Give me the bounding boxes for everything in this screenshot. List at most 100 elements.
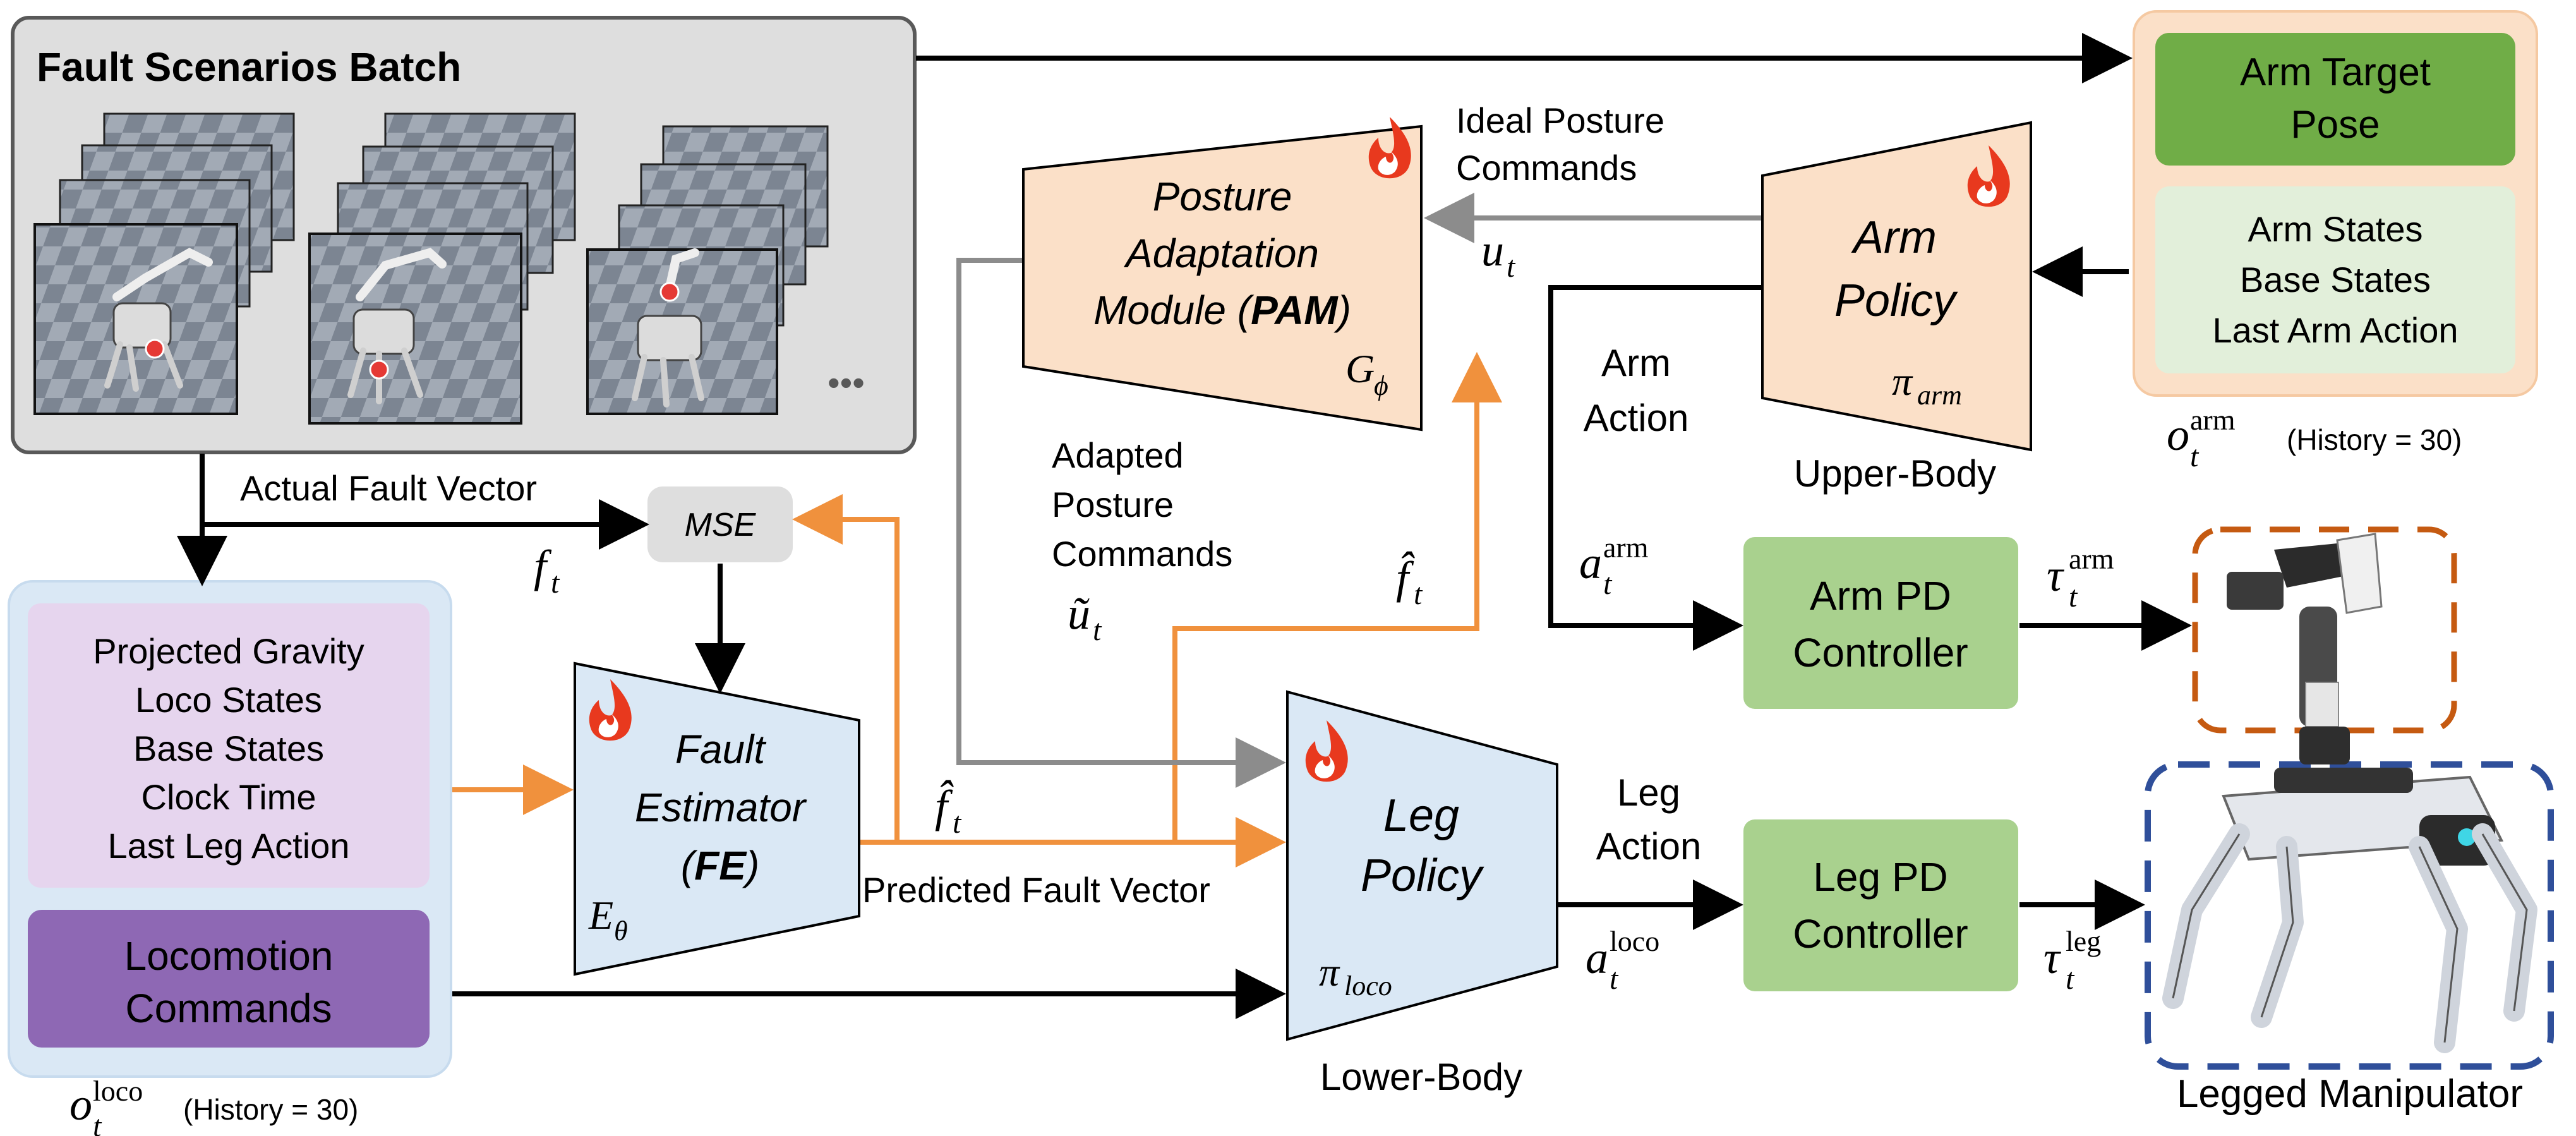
fault-batch-title: Fault Scenarios Batch bbox=[37, 44, 461, 90]
svg-text:t: t bbox=[1610, 962, 1619, 996]
svg-text:t: t bbox=[2190, 440, 2200, 473]
svg-text:Base States: Base States bbox=[2240, 260, 2431, 299]
svg-text:Controller: Controller bbox=[1793, 630, 1968, 675]
svg-text:π: π bbox=[1319, 950, 1340, 994]
svg-text:θ: θ bbox=[614, 915, 628, 946]
svg-text:Fault: Fault bbox=[675, 727, 767, 772]
svg-text:E: E bbox=[588, 893, 613, 938]
gray-connectors bbox=[956, 193, 1761, 788]
mse-loss-box: MSE bbox=[647, 486, 793, 562]
svg-text:Arm States: Arm States bbox=[2248, 209, 2423, 249]
svg-text:arm: arm bbox=[1917, 380, 1962, 411]
svg-text:loco: loco bbox=[93, 1075, 143, 1107]
leg-policy: Leg Policy π loco Lower-Body bbox=[1286, 690, 1558, 1098]
svg-text:Projected Gravity: Projected Gravity bbox=[93, 631, 364, 671]
arm-obs-caption: o t arm (History = 30) bbox=[2167, 404, 2462, 473]
robot-arm-icon bbox=[2227, 533, 2383, 764]
arm-target-pose-box bbox=[2155, 33, 2515, 166]
svg-text:a: a bbox=[1579, 538, 1602, 588]
svg-text:o: o bbox=[69, 1079, 92, 1130]
loco-observation-group: Projected Gravity Loco States Base State… bbox=[8, 580, 452, 1136]
tau-arm-symbol: τ t arm bbox=[2047, 543, 2114, 613]
scenario-stack-3 bbox=[586, 125, 829, 415]
svg-text:a: a bbox=[1586, 933, 1608, 983]
robot-icon bbox=[104, 248, 213, 392]
svg-text:t: t bbox=[1507, 250, 1516, 284]
fault-scenarios-batch: Fault Scenarios Batch bbox=[11, 16, 917, 454]
svg-text:t: t bbox=[953, 806, 962, 840]
svg-text:Last Arm Action: Last Arm Action bbox=[2212, 310, 2458, 350]
leg-action-label-1: Leg bbox=[1617, 771, 1680, 814]
svg-text:loco: loco bbox=[1344, 970, 1392, 1001]
svg-text:Controller: Controller bbox=[1793, 911, 1968, 957]
svg-text:Commands: Commands bbox=[125, 986, 332, 1031]
svg-text:leg: leg bbox=[2066, 925, 2101, 957]
f-t-symbol: f t bbox=[534, 541, 560, 600]
svg-text:G: G bbox=[1345, 346, 1375, 391]
svg-text:t: t bbox=[1093, 613, 1102, 647]
svg-text:o: o bbox=[2167, 409, 2189, 460]
svg-text:Loco States: Loco States bbox=[135, 680, 322, 720]
svg-text:arm: arm bbox=[2069, 543, 2114, 575]
svg-text:Last Leg Action: Last Leg Action bbox=[108, 826, 350, 866]
svg-text:loco: loco bbox=[1610, 925, 1659, 957]
actual-fault-label: Actual Fault Vector bbox=[240, 468, 537, 508]
adapted-label-3: Commands bbox=[1052, 534, 1232, 574]
svg-text:f̂: f̂ bbox=[1396, 552, 1415, 603]
ideal-posture-label-2: Commands bbox=[1456, 148, 1637, 188]
svg-text:Module (PAM): Module (PAM) bbox=[1093, 287, 1351, 333]
svg-text:Arm: Arm bbox=[1851, 212, 1937, 263]
svg-text:arm: arm bbox=[2190, 404, 2236, 436]
svg-text:t: t bbox=[2069, 580, 2078, 613]
svg-text:t: t bbox=[551, 566, 560, 600]
lower-body-label: Lower-Body bbox=[1320, 1056, 1522, 1098]
a-arm-symbol: a t arm bbox=[1579, 531, 1649, 601]
svg-text:(History = 30): (History = 30) bbox=[183, 1093, 358, 1126]
svg-text:Adaptation: Adaptation bbox=[1123, 231, 1319, 276]
arm-action-label-1: Arm bbox=[1601, 342, 1671, 384]
adapted-label-1: Adapted bbox=[1052, 435, 1184, 475]
trainable-flame-icon bbox=[1368, 117, 1411, 179]
leg-dashed-region bbox=[2145, 761, 2554, 1070]
svg-text:t: t bbox=[1603, 567, 1613, 601]
fault-marker-icon bbox=[659, 282, 680, 302]
orange-connectors bbox=[452, 352, 1502, 867]
svg-text:f: f bbox=[534, 541, 552, 591]
svg-text:Policy: Policy bbox=[1834, 275, 1958, 326]
svg-text:t: t bbox=[93, 1109, 102, 1136]
svg-text:Policy: Policy bbox=[1361, 850, 1484, 901]
f-hat-symbol-upper: f̂ t bbox=[1396, 552, 1423, 611]
svg-text:Arm PD: Arm PD bbox=[1810, 573, 1951, 619]
svg-text:f̂: f̂ bbox=[935, 780, 954, 831]
svg-text:Clock Time: Clock Time bbox=[141, 777, 316, 817]
u-t-symbol: u t bbox=[1481, 225, 1516, 284]
svg-text:(History = 30): (History = 30) bbox=[2287, 423, 2462, 456]
svg-text:π: π bbox=[1892, 359, 1913, 404]
f-hat-symbol-lower: f̂ t bbox=[935, 780, 962, 840]
svg-text:Leg PD: Leg PD bbox=[1813, 854, 1947, 900]
posture-adaptation-module: Posture Adaptation Module (PAM) G ϕ bbox=[1022, 117, 1423, 432]
more-scenarios-ellipsis: ••• bbox=[828, 363, 865, 402]
arm-action-label-2: Action bbox=[1584, 397, 1689, 439]
leg-pd-controller: Leg PD Controller bbox=[1743, 819, 2018, 991]
tau-leg-symbol: τ t leg bbox=[2043, 925, 2101, 996]
svg-text:Estimator: Estimator bbox=[635, 785, 807, 830]
fault-marker-icon bbox=[369, 360, 389, 380]
robot-icon bbox=[347, 248, 447, 404]
svg-text:t: t bbox=[1414, 577, 1423, 611]
svg-text:t: t bbox=[2066, 962, 2075, 996]
legged-manipulator-label: Legged Manipulator bbox=[2177, 1072, 2523, 1116]
svg-text:Arm Target: Arm Target bbox=[2240, 51, 2431, 94]
svg-text:Posture: Posture bbox=[1153, 174, 1292, 219]
fault-estimator: Fault Estimator (FE) E θ bbox=[574, 662, 860, 976]
fault-marker-icon bbox=[145, 339, 165, 359]
black-connectors bbox=[177, 33, 2192, 1019]
svg-text:ũ: ũ bbox=[1068, 588, 1090, 639]
svg-text:Pose: Pose bbox=[2290, 103, 2380, 147]
svg-text:MSE: MSE bbox=[685, 507, 757, 543]
svg-text:arm: arm bbox=[1603, 531, 1649, 564]
svg-text:Leg: Leg bbox=[1383, 790, 1459, 841]
locomotion-commands-box bbox=[28, 910, 430, 1048]
loco-obs-caption: o t loco (History = 30) bbox=[69, 1075, 358, 1136]
trainable-flame-icon bbox=[1967, 145, 2010, 207]
